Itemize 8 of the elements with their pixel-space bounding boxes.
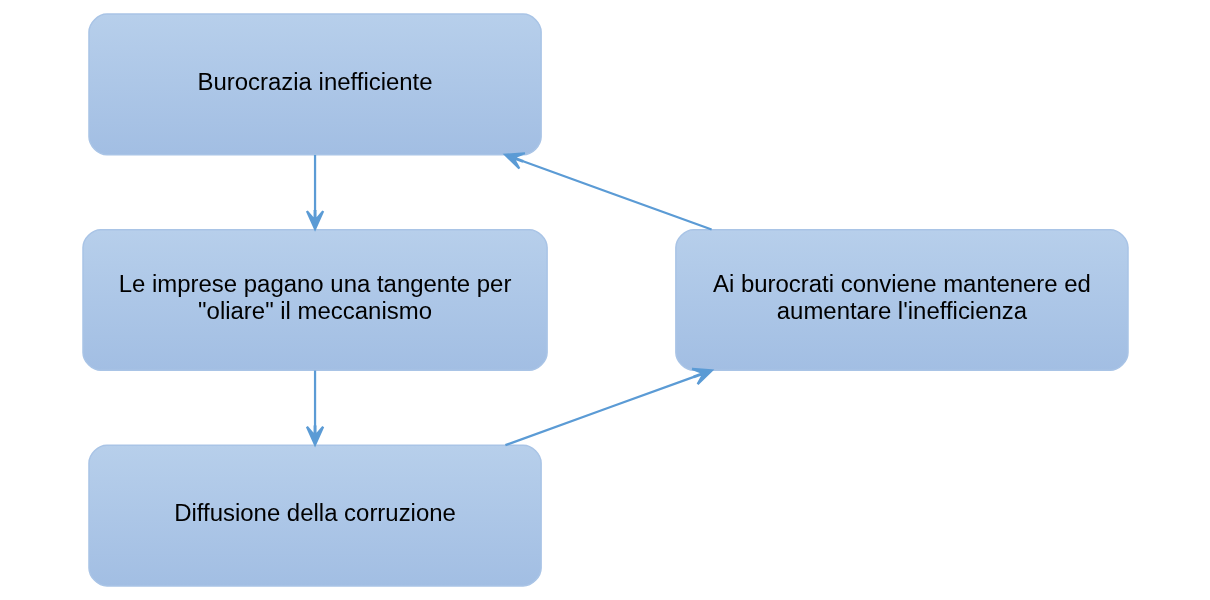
arrow (305, 370, 324, 446)
node-box: Burocrazia inefficiente (87, 13, 542, 156)
arrow (305, 154, 324, 231)
arrow (503, 152, 712, 231)
node-box: Ai burocrati conviene mantenere ed aumentare l'inefficienza (674, 228, 1129, 372)
node-box: Diffusione della corruzione (87, 444, 542, 587)
arrow (504, 367, 713, 447)
node-box: Le imprese pagano una tangente per "oliare" il meccanismo (81, 228, 548, 372)
